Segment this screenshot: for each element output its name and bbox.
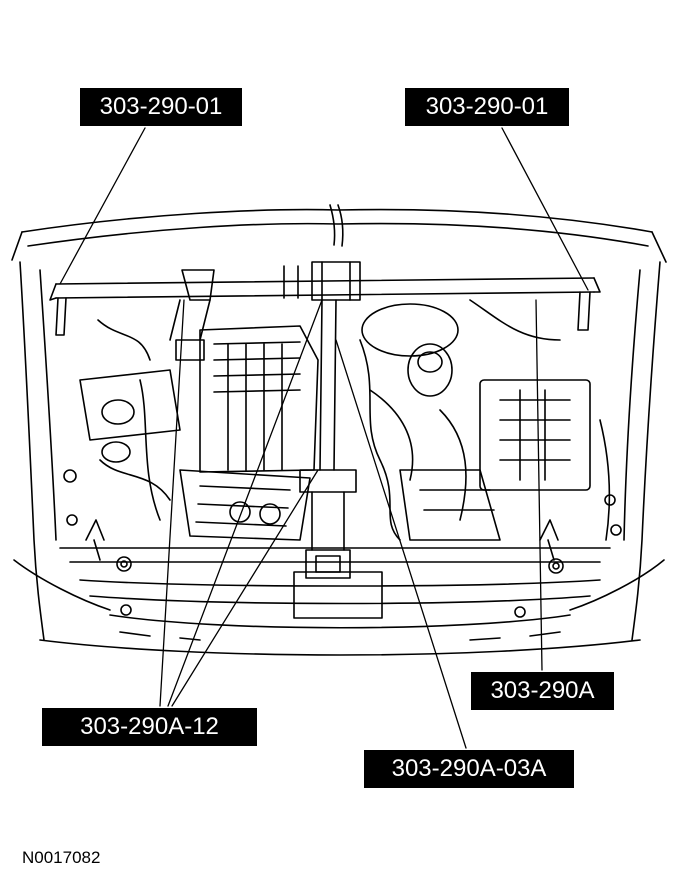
fenders bbox=[13, 261, 665, 641]
callout-303-290a-03a: 303-290A-03A bbox=[364, 750, 574, 788]
callout-303-290a-12: 303-290A-12 bbox=[42, 708, 257, 746]
callout-303-290-01-right: 303-290-01 bbox=[405, 88, 569, 126]
engine-components-left bbox=[63, 319, 622, 561]
engine-components-right bbox=[359, 299, 611, 541]
callout-303-290a: 303-290A bbox=[471, 672, 614, 710]
support-bar-tool bbox=[169, 299, 357, 579]
callout-303-290-01-left: 303-290-01 bbox=[80, 88, 242, 126]
engine-block bbox=[179, 325, 319, 541]
hood-outline bbox=[11, 204, 667, 263]
radiator-support bbox=[39, 547, 641, 656]
leader-lines bbox=[59, 127, 589, 749]
cross-bar-tool bbox=[49, 261, 601, 336]
figure-id: N0017082 bbox=[22, 848, 101, 867]
